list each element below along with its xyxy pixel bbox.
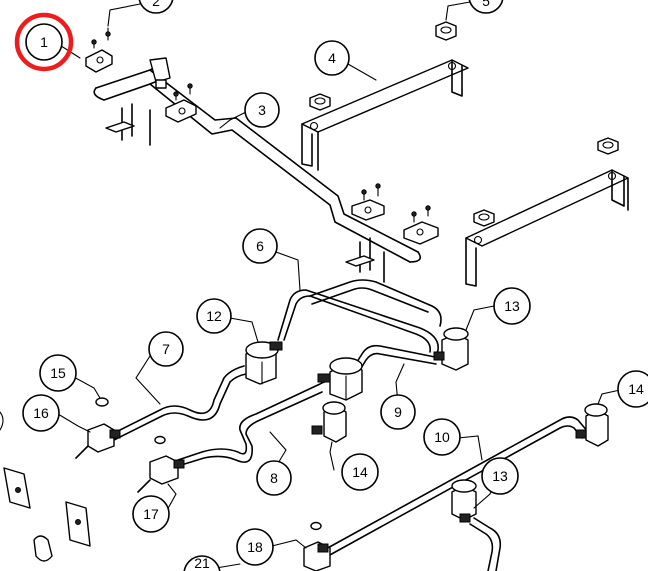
callout-16: 16: [22, 394, 60, 432]
manifold-pipe: [93, 57, 421, 283]
callout-3: 3: [244, 92, 280, 128]
hex-nuts: [309, 21, 619, 227]
callout-4-label: 4: [328, 50, 336, 66]
valve-12: [245, 341, 283, 385]
callout-12-label: 12: [206, 308, 222, 324]
callout-6: 6: [242, 228, 278, 264]
valve-14-center: [311, 401, 347, 443]
tube-8: [177, 380, 337, 467]
callout-13-lower: 13: [481, 457, 519, 495]
callout-18-label: 18: [247, 539, 263, 555]
small-caps: [95, 397, 322, 531]
valve-13-lower: [451, 479, 477, 523]
callout-14-center-label: 14: [352, 464, 368, 480]
callout-9: 9: [380, 394, 416, 430]
tube-9: [347, 344, 441, 381]
callout-15: 15: [39, 354, 77, 392]
valve-18: [303, 541, 331, 571]
callout-5: 5: [468, 0, 504, 14]
callout-5-label: 5: [482, 0, 490, 9]
callout-8-label: 8: [270, 470, 278, 486]
side-panels: [0, 411, 91, 562]
callout-3-label: 3: [258, 102, 266, 118]
callout-8: 8: [256, 460, 292, 496]
mounting-bracket-clips: [85, 27, 439, 245]
callout-10: 10: [423, 418, 461, 456]
valve-center: [317, 357, 363, 401]
callout-16-label: 16: [33, 405, 49, 421]
callout-17: 17: [132, 495, 170, 533]
tube-7: [111, 365, 247, 441]
highlight-ring: [14, 12, 74, 72]
callout-21-label: 21: [194, 555, 210, 571]
callout-21: 21: [183, 555, 221, 571]
callout-1-label: 1: [40, 34, 48, 50]
callout-13-upper: 13: [493, 287, 531, 325]
valve-17: [137, 455, 185, 493]
callout-7: 7: [148, 331, 184, 367]
loop-tube-6: [277, 279, 442, 357]
callout-15-label: 15: [50, 365, 66, 381]
callout-6-label: 6: [256, 238, 264, 254]
callout-10-label: 10: [434, 429, 450, 445]
callout-1: 1: [14, 12, 74, 72]
callout-7-label: 7: [162, 341, 170, 357]
tube-10: [323, 416, 589, 571]
support-frame-upper: [301, 59, 469, 171]
callout-14-center: 14: [341, 453, 379, 491]
callout-13-upper-label: 13: [504, 298, 520, 314]
valve-13-upper: [433, 327, 469, 371]
callout-12: 12: [196, 298, 232, 334]
callout-13-lower-label: 13: [492, 468, 508, 484]
callout-2: 2: [138, 0, 174, 14]
support-frame-lower: [465, 169, 629, 287]
callout-4: 4: [314, 40, 350, 76]
callout-14-right-label: 14: [628, 381, 644, 397]
valve-16: [75, 423, 121, 459]
callout-18: 18: [236, 528, 274, 566]
callout-2-label: 2: [152, 0, 160, 9]
callout-17-label: 17: [143, 506, 159, 522]
callout-14-right: 14: [617, 370, 648, 408]
callout-9-label: 9: [394, 404, 402, 420]
valve-14-right: [575, 403, 609, 447]
